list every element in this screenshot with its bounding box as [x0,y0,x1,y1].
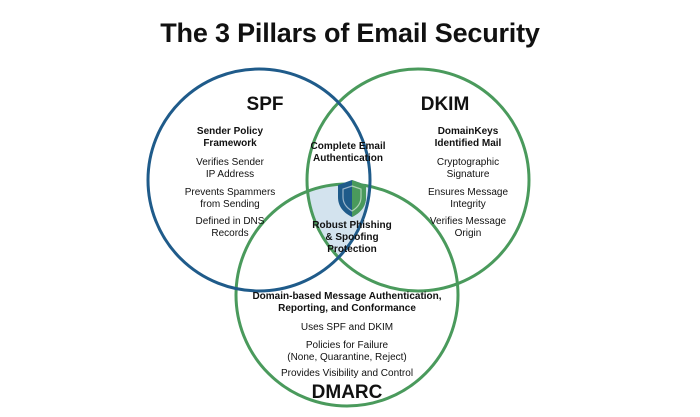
dkim-item-3: Verifies Message Origin [429,216,507,239]
dkim-item-1: Cryptographic Signature [436,157,500,180]
spf-item-3: Defined in DNS Records [195,216,265,239]
spf-circle [146,67,372,293]
spf-item-2: Prevents Spammers from Sending [184,187,276,210]
dmarc-item-3: Provides Visibility and Control [280,368,414,379]
dkim-item-2: Ensures Message Integrity [427,187,509,210]
spf-label: SPF [246,94,284,115]
spf-dkim-overlap-label: Complete Email Authentication [310,141,386,164]
dmarc-item-1: Uses SPF and DKIM [300,322,394,333]
diagram-title: The 3 Pillars of Email Security [160,18,540,48]
spf-subtitle: Sender Policy Framework [196,126,264,149]
center-protection-label: Robust Phishing & Spoofing Protection [312,220,392,255]
dmarc-label: DMARC [311,382,383,403]
dkim-subtitle: DomainKeys Identified Mail [434,126,502,149]
shield-icon [338,180,366,217]
spf-item-1: Verifies Sender IP Address [196,157,264,180]
dmarc-subtitle: Domain-based Message Authentication, Rep… [252,291,442,314]
dmarc-item-2: Policies for Failure (None, Quarantine, … [287,340,407,363]
dkim-label: DKIM [420,94,470,115]
dkim-circle [305,67,531,293]
